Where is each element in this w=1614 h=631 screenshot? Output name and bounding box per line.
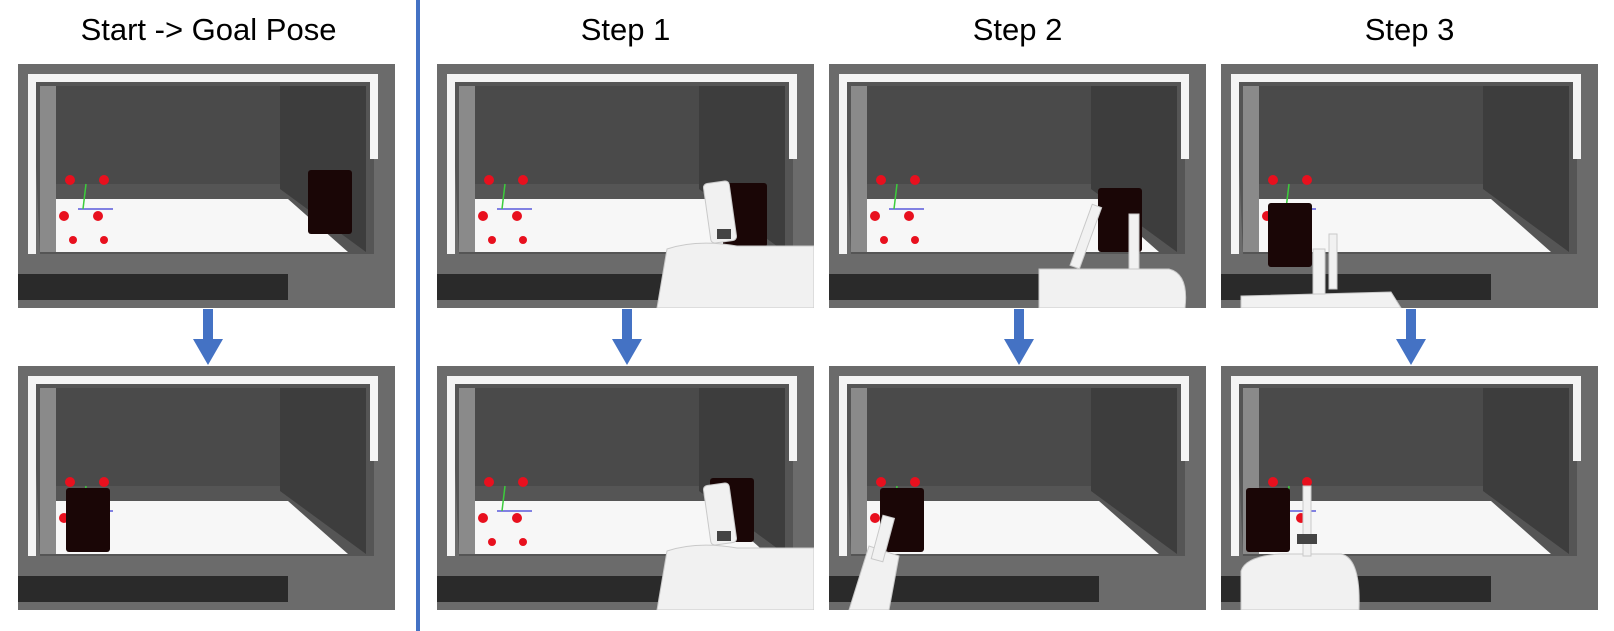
down-arrow-icon [1396,309,1426,365]
panel-step3-before [1221,64,1598,308]
header-step-1: Step 1 [580,12,671,47]
header-start-goal: Start -> Goal Pose [80,12,337,47]
panel-step2-after [829,366,1206,610]
column-divider [416,0,420,631]
down-arrow-icon [612,309,642,365]
header-step-3: Step 3 [1364,12,1455,47]
panel-step1-after [437,366,814,610]
panel-start-pose [18,64,395,308]
panel-step2-before [829,64,1206,308]
down-arrow-icon [193,309,223,365]
panel-step1-before [437,64,814,308]
panel-goal-pose [18,366,395,610]
panel-step3-after [1221,366,1598,610]
down-arrow-icon [1004,309,1034,365]
header-step-2: Step 2 [972,12,1063,47]
